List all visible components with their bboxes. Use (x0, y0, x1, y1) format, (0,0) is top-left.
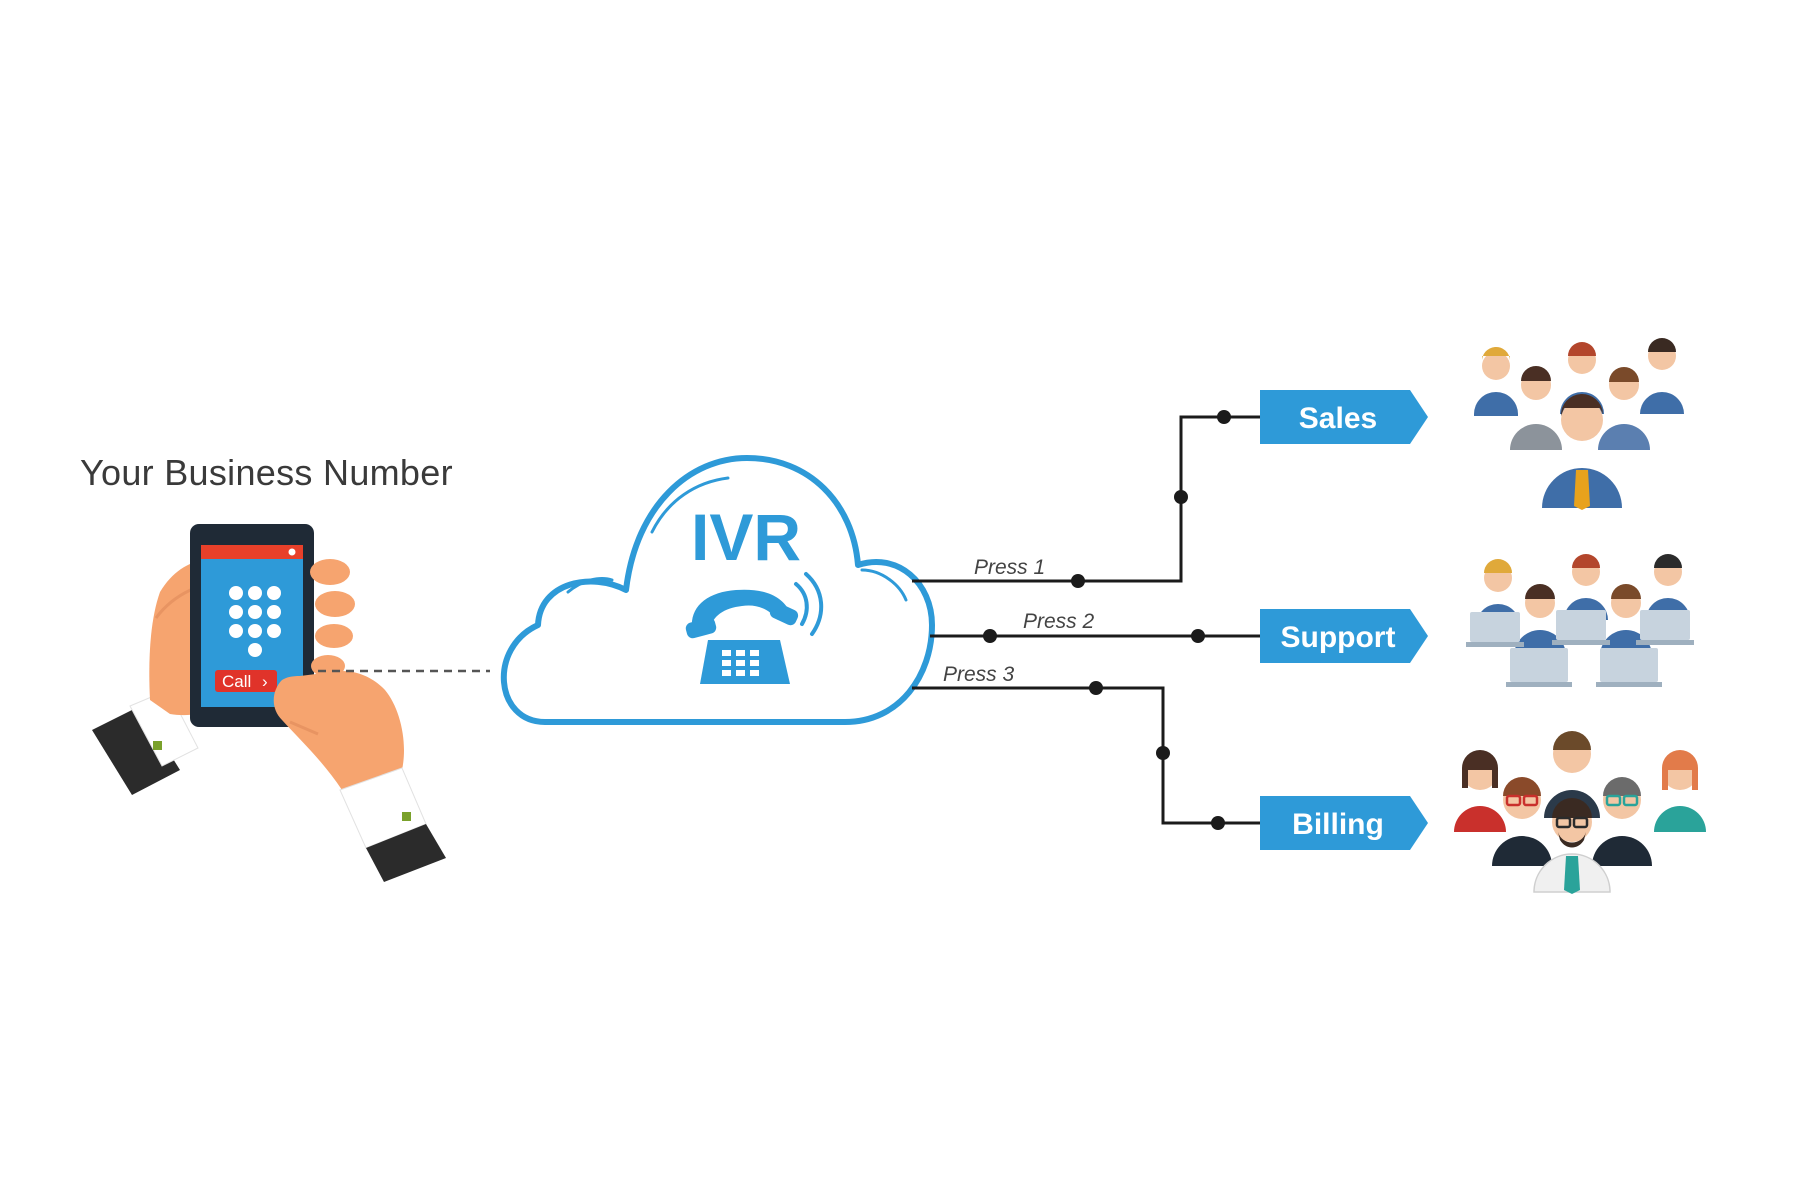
call-button[interactable] (215, 670, 277, 692)
right-hand-grip (310, 559, 355, 677)
department-tag-sales[interactable]: Sales (1260, 390, 1428, 444)
route-line-sales (912, 415, 1260, 583)
call-button-label: Call (222, 672, 251, 691)
department-label-support: Support (1281, 621, 1396, 654)
svg-text:›: › (262, 672, 268, 691)
right-sleeve-cuff (339, 767, 446, 882)
route-line-billing (912, 686, 1260, 825)
department-tag-billing[interactable]: Billing (1260, 796, 1428, 850)
press-label-2: Press 2 (1023, 610, 1095, 633)
ivr-cloud: IVR (501, 455, 935, 725)
department-label-billing: Billing (1292, 808, 1384, 841)
people-group-icon-support (1466, 554, 1694, 687)
smartphone-in-hands: Call › (92, 524, 446, 882)
department-tag-support[interactable]: Support (1260, 609, 1428, 663)
department-label-sales: Sales (1299, 402, 1377, 435)
cloud-outline (501, 455, 935, 725)
people-group-icon-sales (1474, 338, 1684, 510)
press-label-1: Press 1 (974, 556, 1045, 579)
press-label-3: Press 3 (943, 663, 1015, 686)
telephone-icon (685, 572, 824, 684)
business-number-title: Your Business Number (80, 452, 453, 493)
ivr-label: IVR (691, 500, 801, 574)
pointing-hand-icon (273, 670, 405, 790)
junction-dots (983, 410, 1231, 830)
people-group-icon-billing (1454, 731, 1706, 894)
keypad-dots (229, 586, 281, 657)
